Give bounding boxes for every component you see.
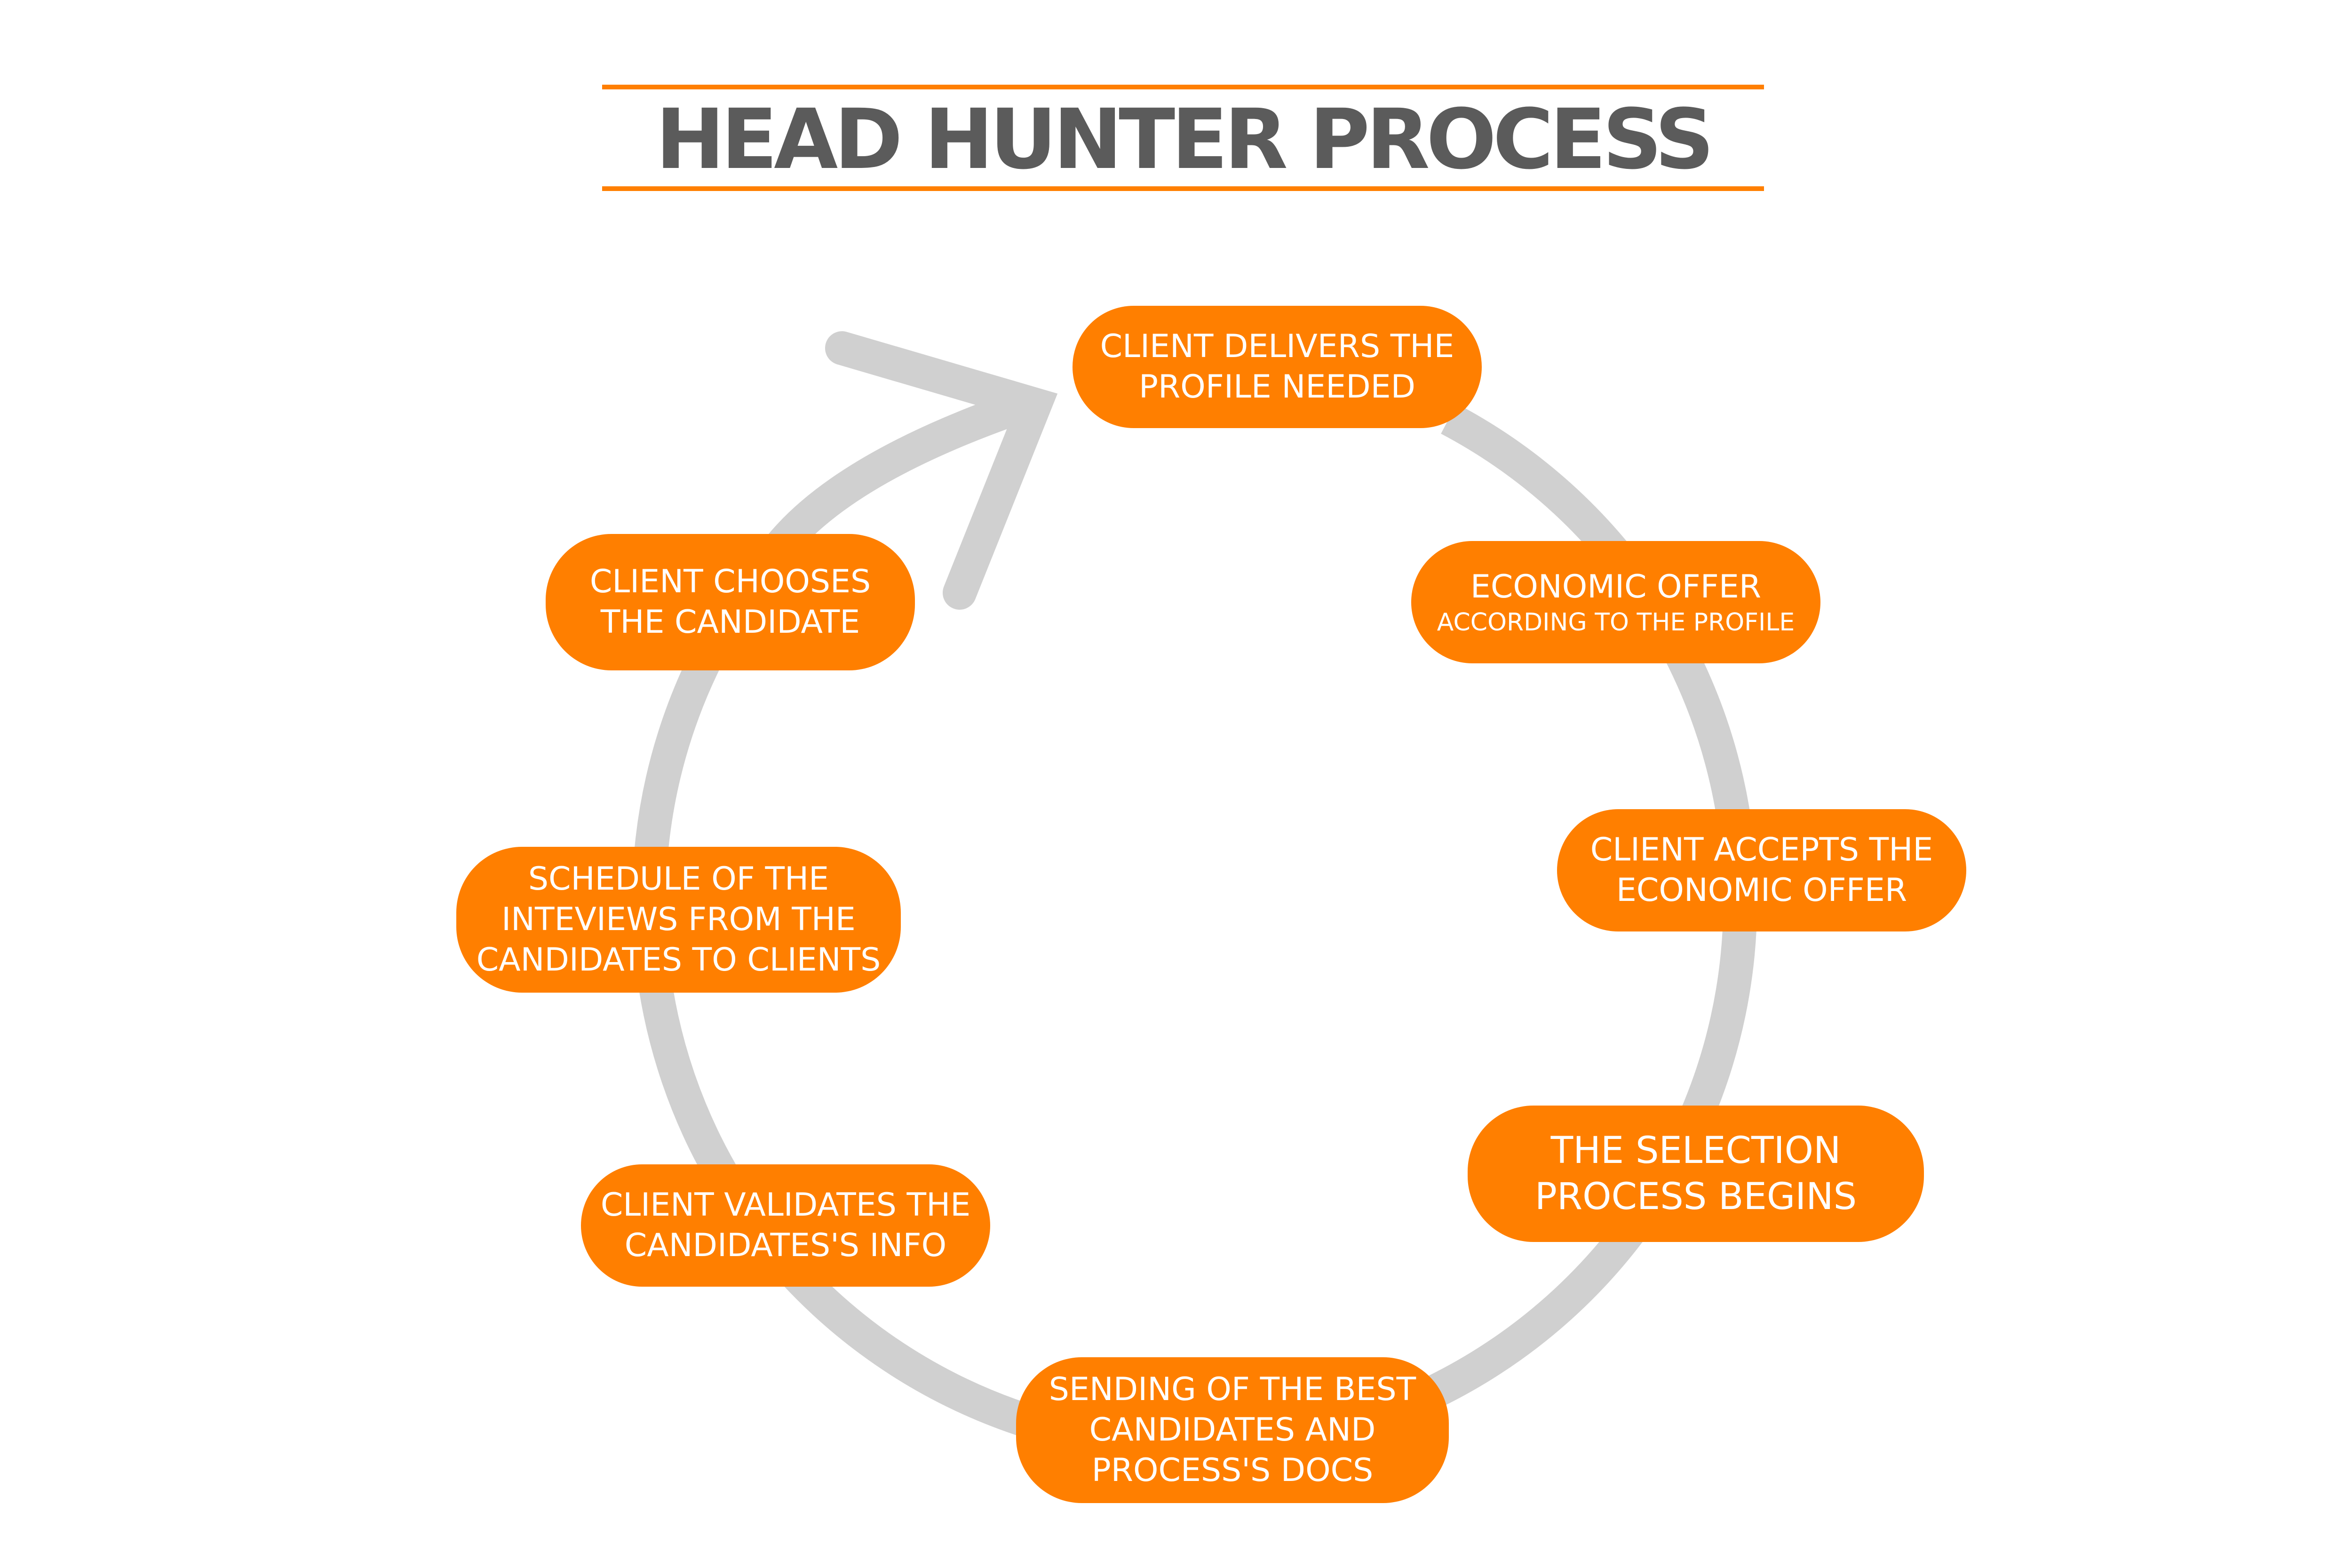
page-title: HEAD HUNTER PROCESS	[655, 91, 1715, 188]
step-label-line: INTEVIEWS FROM THE	[501, 901, 856, 938]
title-rule-bottom	[602, 186, 1764, 191]
step-label-line: THE SELECTION	[1550, 1130, 1841, 1172]
step-label-line: CLIENT VALIDATES THE	[600, 1186, 971, 1224]
step-label-line: PROFILE NEEDED	[1139, 368, 1415, 406]
title-block: HEAD HUNTER PROCESS	[602, 85, 1764, 193]
step-label-line: CLIENT DELIVERS THE	[1100, 328, 1454, 365]
step-label-line: ECONOMIC OFFER	[1470, 568, 1762, 605]
step-label-line: PROCESS BEGINS	[1534, 1176, 1857, 1218]
step-label-line: CANDIDATES TO CLIENTS	[476, 941, 881, 979]
step-economic-offer: ECONOMIC OFFER ACCORDING TO THE PROFILE	[1411, 541, 1820, 663]
step-label-line: CANDIDATES'S INFO	[624, 1227, 947, 1264]
cycle-arrow-shaft	[764, 388, 1042, 563]
cycle-arrow-head	[825, 331, 1058, 610]
step-label-line: SCHEDULE OF THE	[528, 860, 829, 898]
step-label-line: CLIENT ACCEPTS THE	[1590, 831, 1933, 868]
step-sublabel: ACCORDING TO THE PROFILE	[1437, 608, 1795, 637]
step-label-line: PROCESS'S DOCS	[1091, 1452, 1374, 1489]
step-label-line: THE CANDIDATE	[600, 604, 860, 641]
step-label-line: SENDING OF THE BEST	[1049, 1371, 1416, 1408]
step-client-chooses-candidate: CLIENT CHOOSES THE CANDIDATE	[546, 534, 915, 670]
step-label-line: CLIENT CHOOSES	[589, 563, 871, 600]
step-label-line: CANDIDATES AND	[1089, 1411, 1376, 1449]
title-rule-top	[602, 85, 1764, 89]
step-label-line: ECONOMIC OFFER	[1616, 872, 1907, 909]
step-client-accepts-offer: CLIENT ACCEPTS THE ECONOMIC OFFER	[1557, 809, 1966, 931]
